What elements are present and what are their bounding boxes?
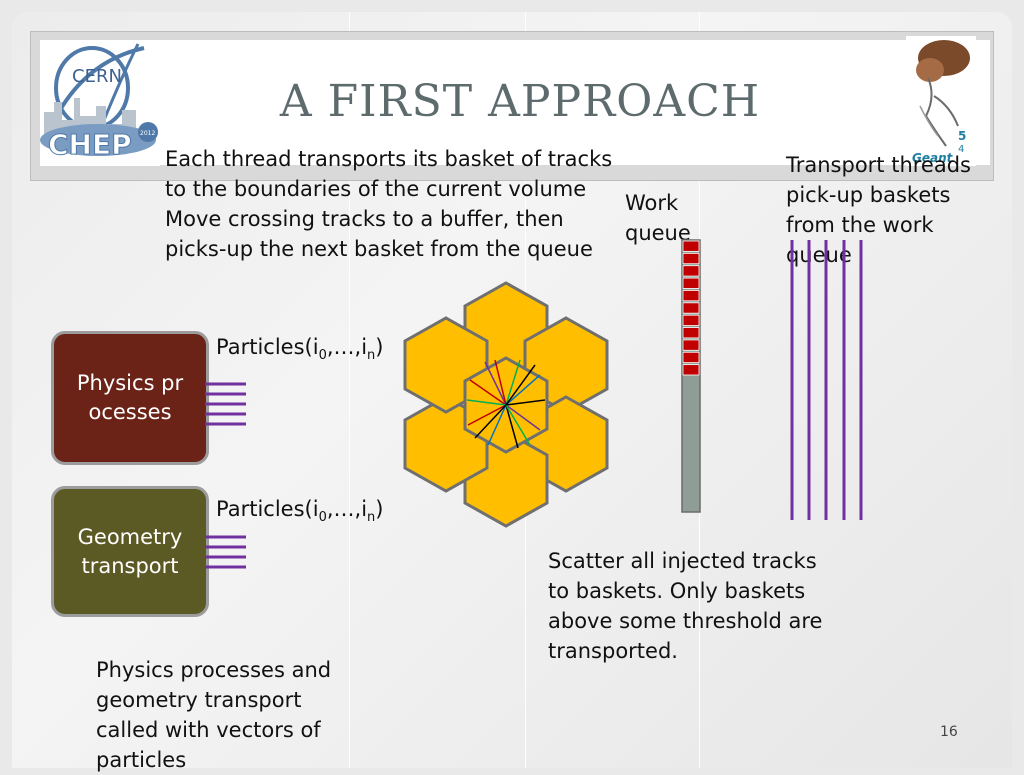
cern-chep-logo: CERN CHEP 2012 [40, 40, 160, 166]
scatter-text: Scatter all injected tracks to baskets. … [548, 549, 823, 663]
geant-text: Geant [912, 151, 954, 165]
geometry-transport-box: Geometry transport [51, 486, 209, 617]
physics-processes-box: Physics processes [51, 331, 209, 465]
physics-processes-label: Physics processes [76, 371, 184, 424]
title-panel [40, 40, 990, 165]
queue-basket [682, 265, 700, 277]
particle-tracks [466, 359, 546, 449]
particle-vector-geometry [205, 535, 246, 569]
background-line [349, 12, 350, 768]
slide-title: A FIRST APPROACH [279, 76, 761, 127]
queue-basket [682, 339, 700, 351]
physics-geometry-text: Physics processes and geometry transport… [96, 658, 332, 772]
chep-text: CHEP [48, 128, 132, 161]
particle-vector-physics [205, 382, 246, 426]
queue-basket [682, 290, 700, 302]
svg-text:4: 4 [958, 144, 964, 155]
queue-basket [682, 364, 700, 376]
page-number: 16 [940, 724, 958, 740]
queue-basket [682, 351, 700, 364]
transport-threads-text: Transport threads pick-up baskets from t… [786, 153, 971, 267]
work-queue [681, 239, 701, 513]
queue-basket [682, 327, 700, 339]
queue-basket [682, 252, 700, 265]
geometry-transport-label: Geometry transport [77, 524, 183, 578]
particles-label-geometry: Particles(i0,…,in) [216, 497, 384, 526]
work-queue-label: Work queue [625, 191, 691, 245]
svg-text:5: 5 [958, 129, 966, 143]
geant-logo: 5 4 Geant [906, 36, 976, 166]
queue-basket [682, 277, 700, 289]
hexagon-cluster [403, 281, 609, 528]
queue-basket [682, 314, 700, 326]
queue-basket [682, 240, 700, 252]
queue-basket [682, 302, 700, 314]
cern-text: CERN [72, 66, 122, 87]
thread-transport-text: Each thread transports its basket of tra… [165, 147, 613, 261]
chep-year: 2012 [140, 130, 155, 137]
transport-threads [790, 240, 863, 520]
particles-label-physics: Particles(i0,…,in) [216, 335, 384, 364]
